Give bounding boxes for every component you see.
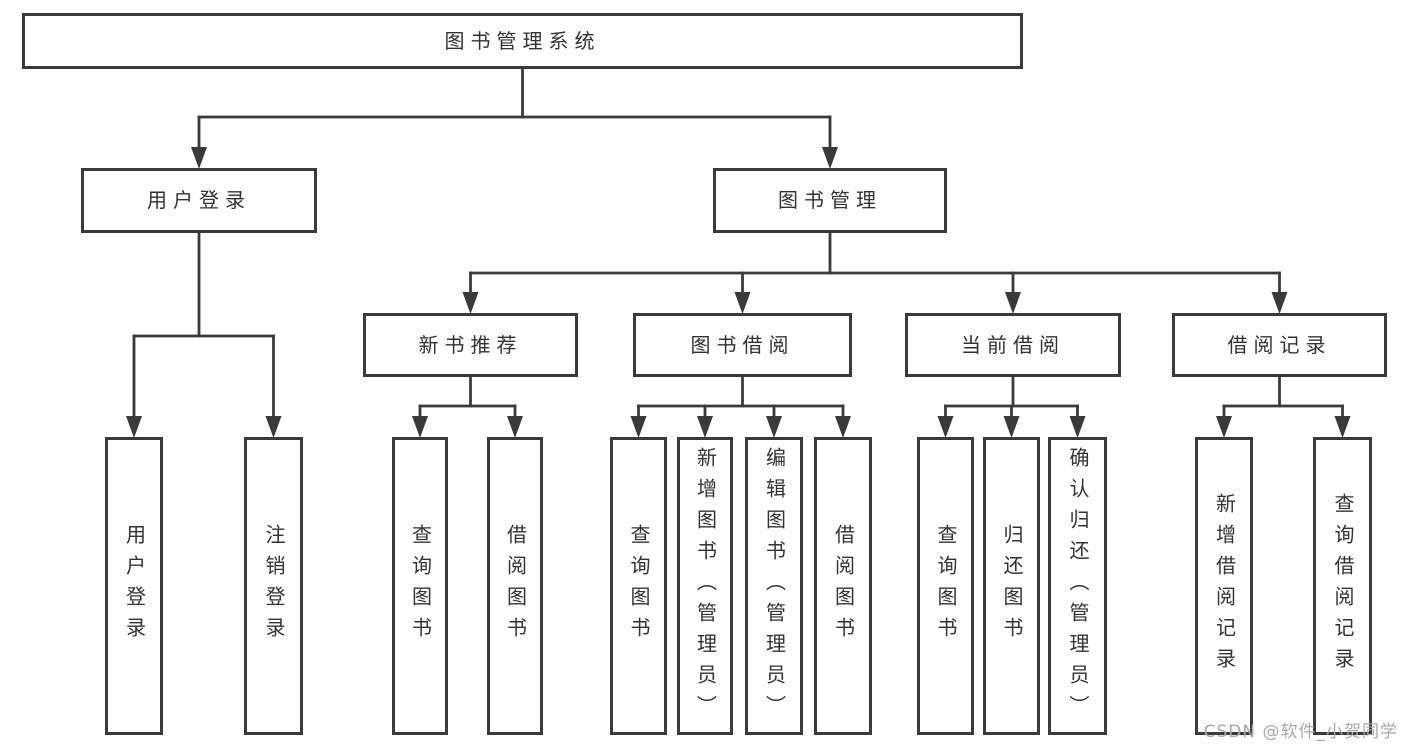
node-label: 用户登录	[147, 188, 251, 212]
node-label: 编辑图书（管理员）	[762, 446, 787, 726]
node-user-login-group: 用户登录	[81, 168, 317, 233]
node-label: 借阅记录	[1227, 332, 1332, 357]
node-leaf-br-add: 新增借阅记录	[1195, 437, 1253, 735]
node-label: 新增图书（管理员）	[693, 446, 718, 726]
node-label: 确认归还（管理员）	[1066, 446, 1090, 726]
node-leaf-cb-return: 归还图书	[983, 437, 1040, 735]
node-label: 新增借阅记录	[1212, 493, 1237, 679]
node-label: 查询图书	[408, 524, 433, 648]
node-book-borrow: 图书借阅	[633, 313, 852, 377]
node-leaf-bb-query: 查询图书	[610, 437, 667, 735]
node-label: 新书推荐	[418, 332, 523, 357]
node-current-borrow: 当前借阅	[905, 313, 1121, 377]
node-leaf-bb-edit: 编辑图书（管理员）	[745, 437, 803, 735]
node-leaf-cb-query: 查询图书	[917, 437, 974, 735]
node-label: 注销登录	[262, 524, 286, 648]
node-label: 查询图书	[627, 524, 651, 648]
node-borrow-records: 借阅记录	[1172, 313, 1387, 377]
node-leaf-nb-borrow: 借阅图书	[487, 437, 543, 735]
node-label: 查询借阅记录	[1331, 493, 1355, 679]
node-root: 图书管理系统	[22, 13, 1023, 69]
node-leaf-bb-add: 新增图书（管理员）	[677, 437, 733, 735]
node-new-book-rec: 新书推荐	[363, 313, 578, 377]
node-leaf-br-query: 查询借阅记录	[1313, 437, 1372, 735]
node-leaf-logout: 注销登录	[244, 437, 303, 735]
node-leaf-cb-confirm: 确认归还（管理员）	[1048, 437, 1107, 735]
node-leaf-nb-query: 查询图书	[392, 437, 448, 735]
node-label: 图书管理	[778, 188, 882, 212]
node-label: 借阅图书	[831, 524, 856, 648]
node-label: 查询图书	[934, 524, 958, 648]
node-leaf-user-login: 用户登录	[105, 437, 163, 735]
node-label: 归还图书	[1000, 524, 1024, 648]
node-label: 图书管理系统	[444, 28, 601, 53]
node-label: 借阅图书	[503, 524, 528, 648]
node-leaf-bb-borrow: 借阅图书	[814, 437, 872, 735]
watermark: CSDN @软件_小贺同学	[1203, 722, 1398, 742]
node-book-mgmt: 图书管理	[713, 168, 947, 233]
node-label: 图书借阅	[690, 332, 795, 357]
node-label: 用户登录	[122, 524, 147, 648]
node-label: 当前借阅	[961, 332, 1065, 357]
